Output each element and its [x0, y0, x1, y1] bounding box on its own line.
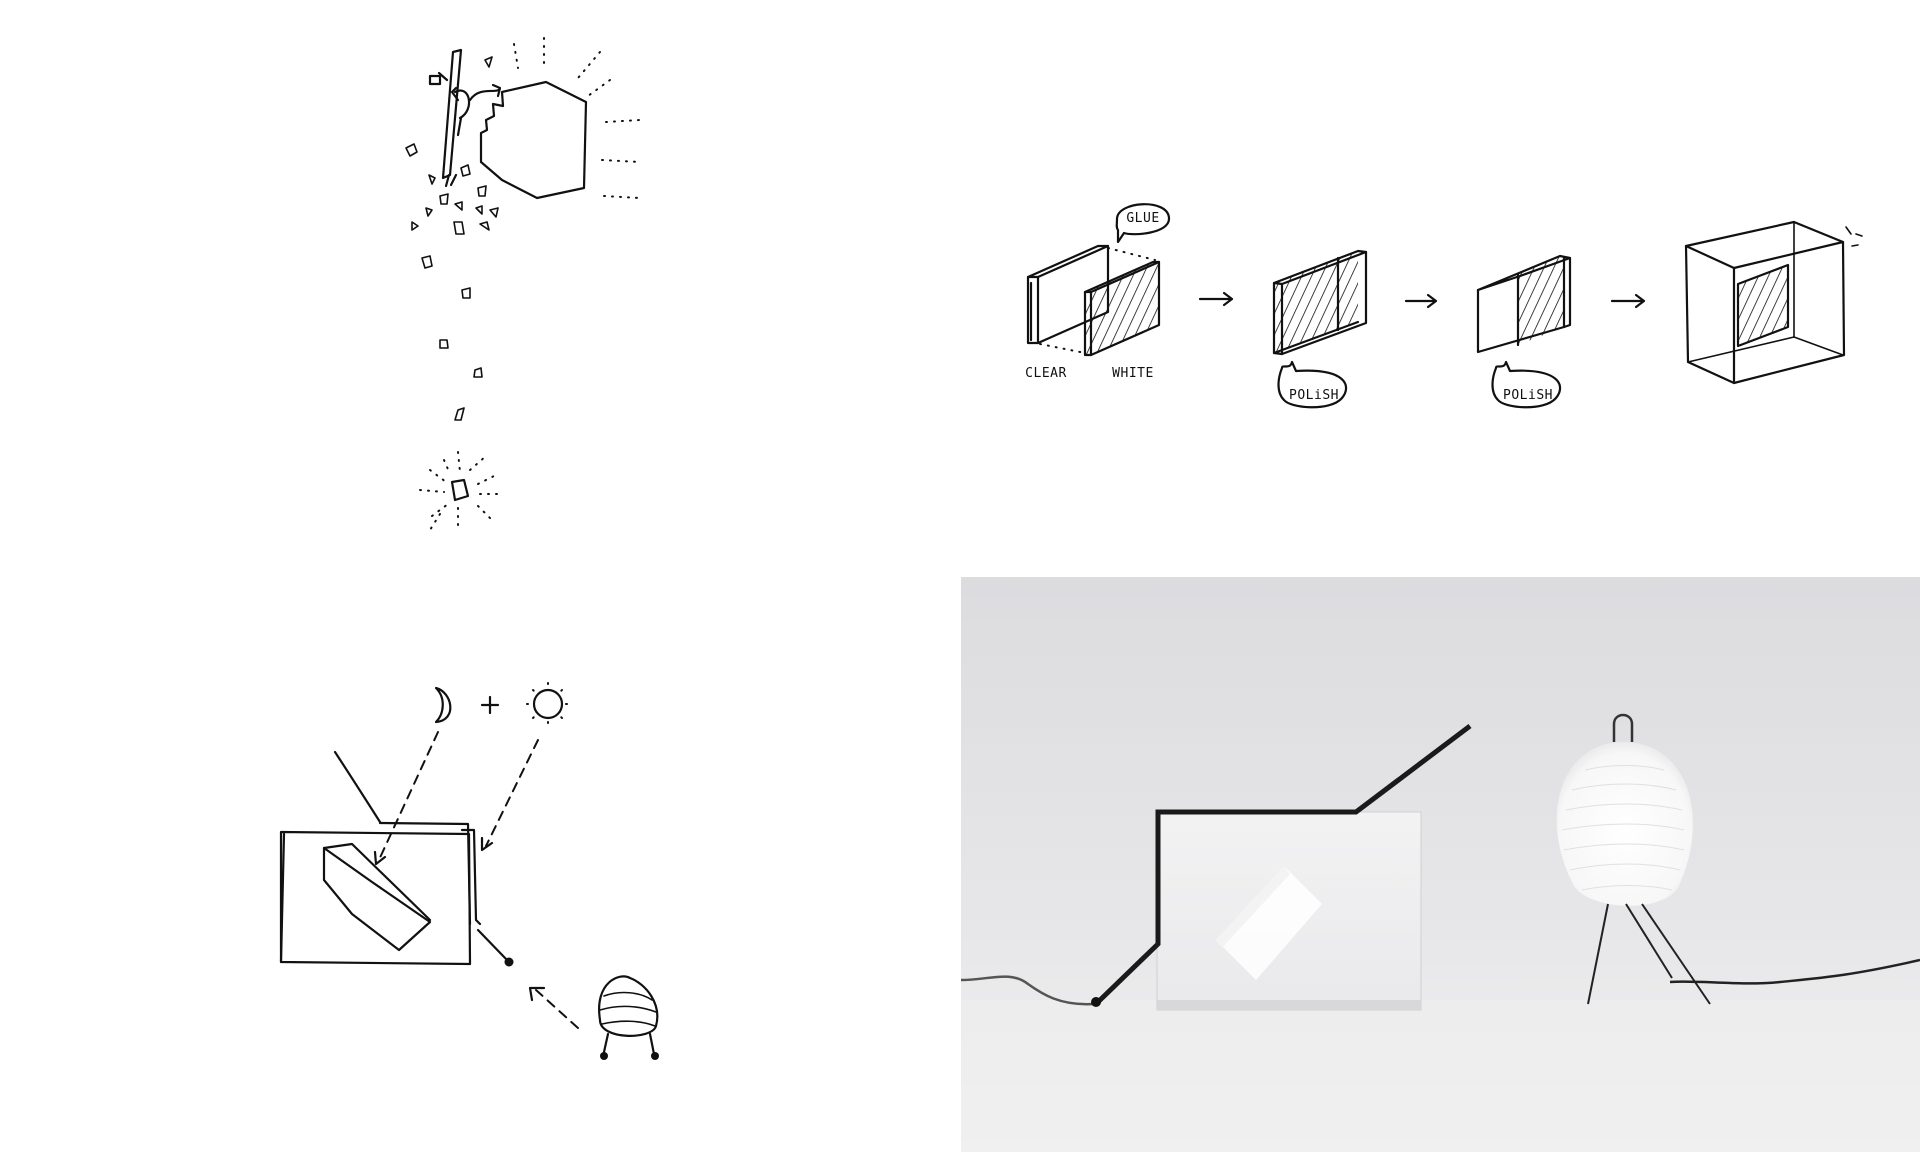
step-polish-2: POLiSH [1476, 254, 1572, 409]
sun-rays [526, 682, 571, 727]
process-diagram: GLUE CLEAR WHITE POLiSH POLiSH [1025, 203, 1863, 409]
lamp-sketch [279, 750, 514, 967]
moon-icon [434, 686, 452, 724]
glue-label: GLUE [1126, 211, 1159, 226]
stone-chips [405, 56, 499, 421]
arrow-right-icon [1198, 291, 1234, 307]
polish-label-2: POLiSH [1503, 388, 1553, 403]
product-photo [960, 577, 1920, 1152]
sparkling-fragment-icon [419, 451, 501, 531]
sketch-light-concept [279, 682, 659, 1060]
figure-with-chisel-icon [428, 48, 502, 188]
sun-icon [532, 688, 564, 720]
arrow-right-icon [1610, 293, 1646, 309]
stone-glow-lines [513, 37, 641, 199]
step-polish-1: POLiSH [1272, 249, 1368, 409]
step-final-block [1684, 220, 1863, 385]
arrow-right-icon [1404, 293, 1438, 309]
paper-lantern-lamp [1556, 713, 1920, 1005]
step-clear-white-panels: GLUE CLEAR WHITE [1025, 203, 1171, 381]
plus-icon [480, 695, 500, 715]
clear-label: CLEAR [1025, 366, 1067, 381]
polish-label-1: POLiSH [1289, 388, 1339, 403]
sketch-breaking-stone [405, 37, 641, 531]
white-label: WHITE [1112, 366, 1154, 381]
paper-lantern-sketch-icon [598, 975, 659, 1060]
glass-block-lamp [1091, 724, 1472, 1011]
stone-block-icon [479, 80, 588, 200]
